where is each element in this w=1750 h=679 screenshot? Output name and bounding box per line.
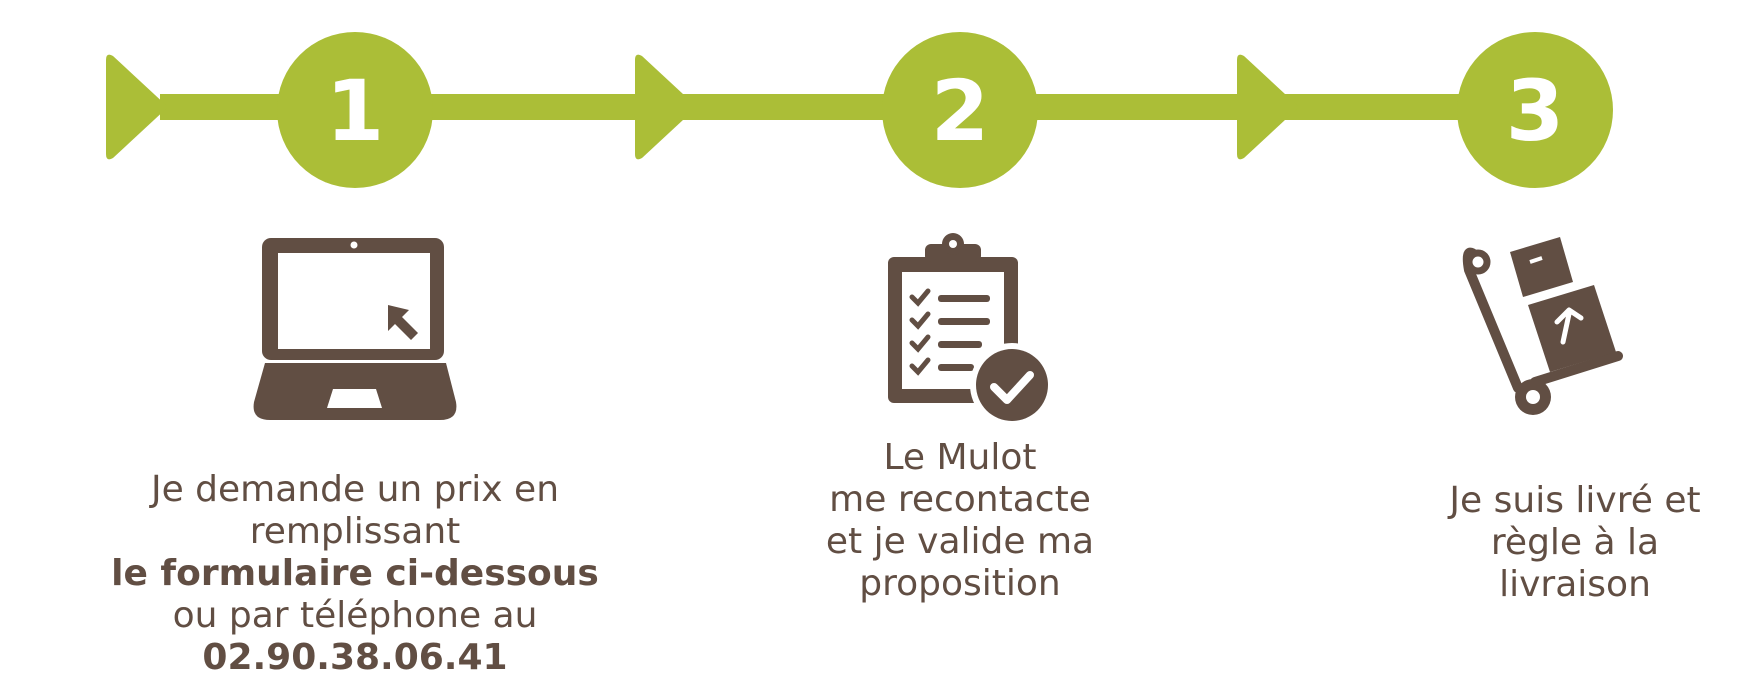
laptop-icon xyxy=(253,238,457,420)
process-diagram: 1 2 3 xyxy=(106,32,1623,427)
hand-truck-icon xyxy=(1462,237,1623,415)
step-circle-2 xyxy=(882,32,1038,188)
step-2-line-4: proposition xyxy=(859,563,1061,604)
arrow-head-1 xyxy=(106,54,168,160)
step-1-description: Je demande un prix en remplissant le for… xyxy=(40,469,670,679)
step-1-line-2: le formulaire ci-dessous xyxy=(111,553,599,594)
step-2-line-2: me recontacte xyxy=(829,479,1091,520)
step-circle-3 xyxy=(1457,32,1613,188)
step-number-2: 2 xyxy=(931,62,989,160)
step-number-1: 1 xyxy=(326,62,384,160)
step-2-line-1: Le Mulot xyxy=(883,437,1037,478)
step-circle-1 xyxy=(277,32,433,188)
step-3-line-1: Je suis livré et xyxy=(1449,480,1701,521)
arrow-head-2 xyxy=(635,54,697,160)
phone-number: 02.90.38.06.41 xyxy=(202,637,508,678)
step-2-line-3: et je valide ma xyxy=(825,521,1095,562)
step-3-line-2: règle à la livraison xyxy=(1490,522,1660,605)
arrow-head-3 xyxy=(1237,54,1299,160)
step-2-description: Le Mulot me recontacte et je valide ma p… xyxy=(800,437,1120,605)
step-1-line-3: ou par téléphone au xyxy=(172,595,538,636)
clipboard-check-icon xyxy=(888,233,1054,427)
step-1-line-1: Je demande un prix en remplissant xyxy=(150,469,560,552)
step-number-3: 3 xyxy=(1506,62,1564,160)
step-3-description: Je suis livré et règle à la livraison xyxy=(1410,480,1740,606)
